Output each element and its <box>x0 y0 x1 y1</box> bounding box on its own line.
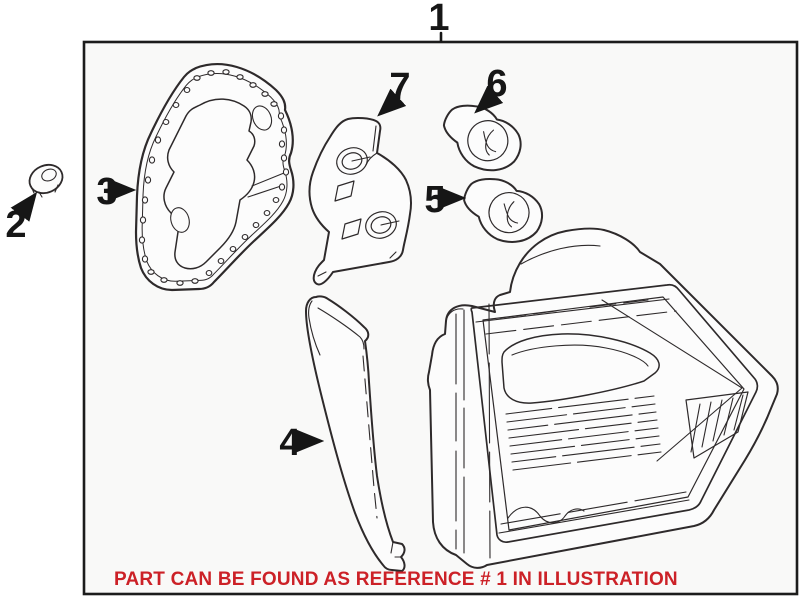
trim-foot <box>390 541 402 558</box>
vent-section <box>685 391 749 459</box>
bracket-folds <box>317 125 397 277</box>
nut-facets <box>30 184 59 198</box>
lens-band2 <box>485 310 677 335</box>
part-1-tail-lamp-assembly <box>426 227 779 569</box>
bottom-scallop <box>507 506 585 524</box>
callout-4: 4 <box>279 422 325 464</box>
callout-2-label: 2 <box>5 204 26 246</box>
callout-2: 2 <box>5 191 38 246</box>
bulb-glass <box>467 120 509 162</box>
bottom-edge-dash <box>500 491 687 525</box>
shell-folds <box>445 244 601 323</box>
lens-band <box>475 298 670 323</box>
lens-outer-border <box>470 283 759 544</box>
part-5-bulb <box>463 177 544 243</box>
callout-4-label: 4 <box>279 422 300 464</box>
callout-6: 6 <box>474 63 508 114</box>
callout-5: 5 <box>424 179 467 221</box>
vent-stripes <box>690 394 744 453</box>
callout-7: 7 <box>377 66 411 117</box>
part-3-gasket <box>134 63 295 292</box>
reference-notice: PART CAN BE FOUND AS REFERENCE # 1 IN IL… <box>114 569 678 590</box>
gasket-oval-hole <box>170 207 190 233</box>
lens-band-dashes <box>499 299 649 319</box>
callout-5-label: 5 <box>424 179 445 221</box>
bracket-socket-mark <box>351 156 371 162</box>
callout-3-label: 3 <box>96 171 117 213</box>
gasket-bridge <box>247 172 285 198</box>
bulb-outline <box>463 177 544 243</box>
reflector-hump <box>501 333 660 404</box>
callout-2-arrow <box>10 191 38 222</box>
trim-outline <box>305 295 406 572</box>
callout-3: 3 <box>96 171 137 213</box>
callout-1-label: 1 <box>428 0 449 39</box>
lens-facet-lines <box>601 299 743 462</box>
lens-hatch-lines <box>505 395 662 471</box>
bracket-slots <box>334 180 362 240</box>
reflector-hump-inner <box>511 344 649 367</box>
part-4-trim-molding <box>305 295 406 572</box>
trim-center-line <box>362 355 378 519</box>
callout-7-label: 7 <box>389 66 410 108</box>
part-7-bracket <box>308 116 412 286</box>
callout-6-label: 6 <box>486 63 507 105</box>
trim-top-edge <box>317 307 365 350</box>
gasket-bolt-holes <box>138 69 290 286</box>
bulb-filament <box>483 129 497 156</box>
gasket-cutout <box>163 98 256 270</box>
trim-curl <box>308 300 321 356</box>
housing-shell <box>426 227 779 569</box>
part-2-nut <box>28 163 64 198</box>
callout-6-arrow <box>474 85 504 114</box>
bulb-glass <box>488 192 530 234</box>
callout-7-arrow <box>377 88 407 117</box>
callout-1: 1 <box>428 0 450 43</box>
shell-strip <box>488 303 491 559</box>
bottom-edge-line <box>498 499 690 534</box>
bulb-filament <box>503 201 519 228</box>
bracket-outline <box>308 116 412 286</box>
gasket-oval-hole <box>251 105 273 131</box>
lens-inner-border <box>482 296 745 531</box>
bracket-socket-mark <box>380 220 400 226</box>
nut-hole <box>41 168 57 182</box>
